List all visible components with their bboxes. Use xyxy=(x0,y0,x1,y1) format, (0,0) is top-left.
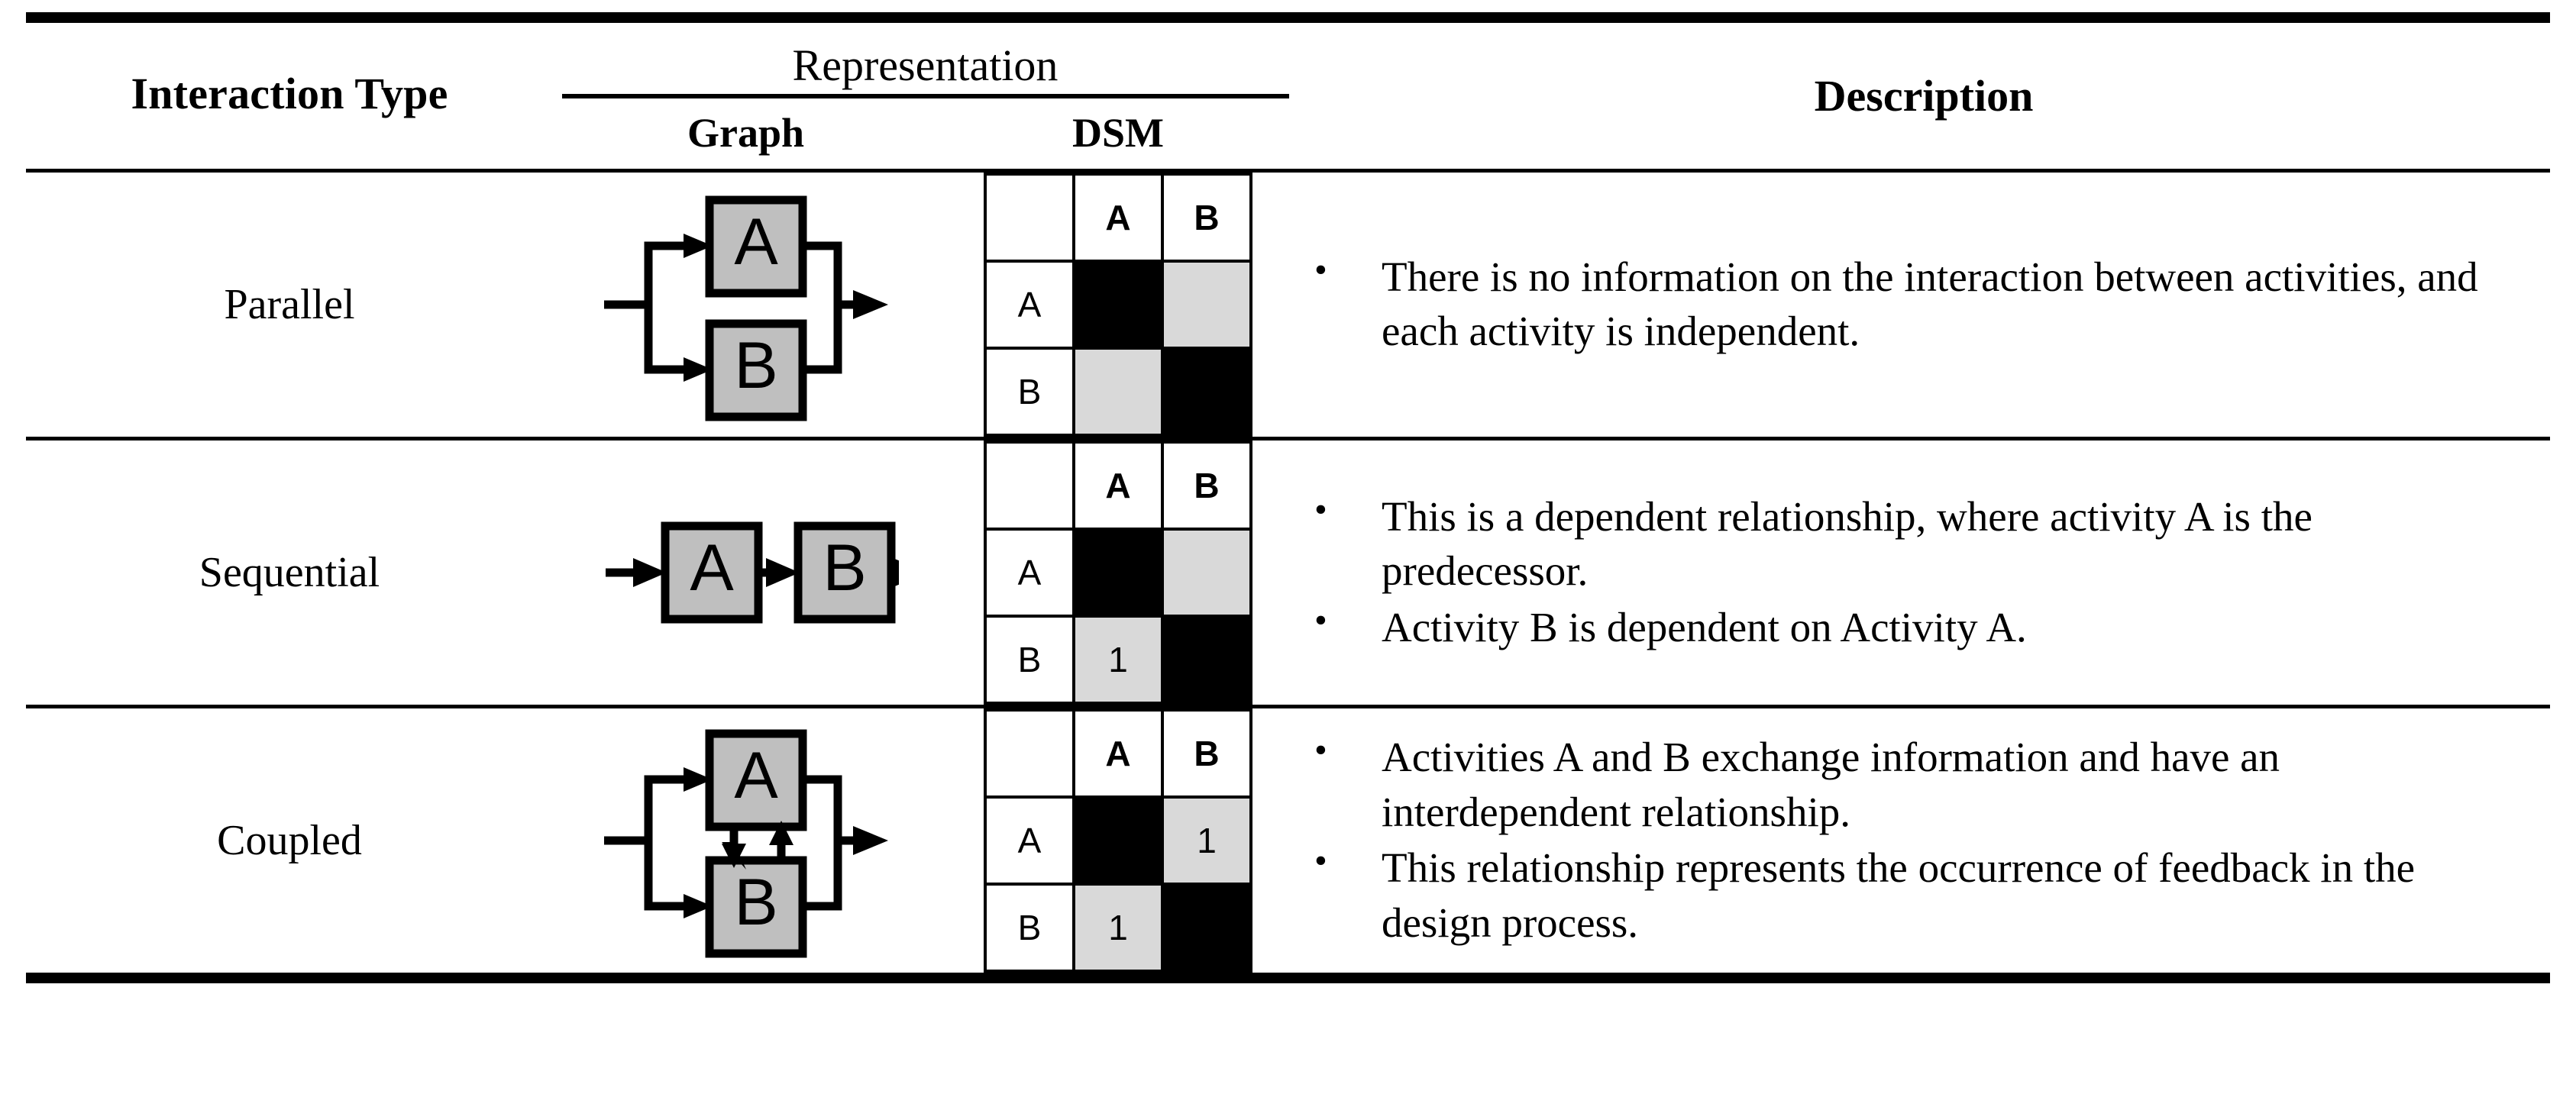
dsm-row-a: A xyxy=(984,528,1252,618)
bullet-icon: • xyxy=(1314,730,1327,770)
row-type-label: Parallel xyxy=(224,281,355,328)
dsm-row-label-b: B xyxy=(984,615,1075,705)
representation-underline xyxy=(561,94,1289,98)
dsm-row-a: A 1 xyxy=(984,795,1252,886)
bullet-icon: • xyxy=(1314,249,1327,290)
table-header-row: Interaction Type Representation Descript… xyxy=(26,23,2550,121)
description-text: Activity B is dependent on Activity A. xyxy=(1382,603,2027,650)
interaction-type-table: Interaction Type Representation Descript… xyxy=(26,12,2550,983)
table-subheader-row: Graph DSM xyxy=(26,98,2550,169)
header-interaction-type: Interaction Type xyxy=(131,69,448,118)
main-table: Interaction Type Representation Descript… xyxy=(26,23,2550,169)
dsm-col-header-a: A xyxy=(1072,708,1164,799)
dsm-row-label-b: B xyxy=(984,347,1075,437)
dsm-col-header-b: B xyxy=(1161,441,1252,531)
coupled-graph-svg: A B xyxy=(603,729,888,958)
graph-diagram-parallel: A B xyxy=(553,173,939,437)
dsm-table: A B A B 1 xyxy=(984,441,1252,705)
sequential-graph-svg: A B xyxy=(605,521,899,624)
list-item: • Activities A and B exchange informatio… xyxy=(1298,730,2519,839)
list-item: • This is a dependent relationship, wher… xyxy=(1298,489,2519,599)
node-label-a: A xyxy=(734,205,778,279)
dsm-matrix-sequential: A B A B 1 xyxy=(939,441,1298,705)
description-list: • This is a dependent relationship, wher… xyxy=(1298,489,2550,655)
list-item: • This relationship represents the occur… xyxy=(1298,841,2519,950)
dsm-cell-aa xyxy=(1072,260,1164,350)
description-cell: • There is no information on the interac… xyxy=(1298,173,2550,437)
dsm-header-row: A B xyxy=(984,173,1252,263)
table-row: Coupled A B xyxy=(26,708,2550,973)
header-description: Description xyxy=(1814,71,2034,121)
row-separator-2 xyxy=(26,705,2550,708)
dsm-col-header-a: A xyxy=(1072,173,1164,263)
dsm-cell-ba: 1 xyxy=(1072,883,1164,973)
table-top-rule xyxy=(26,12,2550,23)
dsm-cell-bb xyxy=(1161,615,1252,705)
dsm-cell-ab xyxy=(1161,260,1252,350)
header-bottom-rule xyxy=(26,169,2550,173)
bullet-icon: • xyxy=(1314,599,1327,641)
node-label-b: B xyxy=(734,329,777,402)
dsm-col-header-b: B xyxy=(1161,708,1252,799)
dsm-cell-bb xyxy=(1161,347,1252,437)
row-type-label: Coupled xyxy=(217,817,362,864)
dsm-cell-ba: 1 xyxy=(1072,615,1164,705)
subheader-dsm: DSM xyxy=(1072,110,1164,156)
row-separator-1 xyxy=(26,437,2550,441)
dsm-row-label-a: A xyxy=(984,795,1075,886)
dsm-matrix-coupled: A B A 1 B 1 xyxy=(939,708,1298,973)
description-list: • Activities A and B exchange informatio… xyxy=(1298,730,2550,950)
dsm-header-row: A B xyxy=(984,708,1252,799)
dsm-row-a: A xyxy=(984,260,1252,350)
node-label-a: A xyxy=(734,739,778,812)
dsm-cell-ab: 1 xyxy=(1161,795,1252,886)
dsm-cell-aa xyxy=(1072,528,1164,618)
bullet-icon: • xyxy=(1314,489,1327,530)
dsm-row-label-a: A xyxy=(984,260,1075,350)
dsm-row-b: B 1 xyxy=(984,883,1252,973)
dsm-corner-cell xyxy=(984,441,1075,531)
description-list: • There is no information on the interac… xyxy=(1298,250,2550,359)
header-representation-group: Representation xyxy=(553,23,1298,98)
dsm-cell-bb xyxy=(1161,883,1252,973)
dsm-col-header-a: A xyxy=(1072,441,1164,531)
subheader-graph: Graph xyxy=(687,110,805,156)
description-text: This is a dependent relationship, where … xyxy=(1382,492,2313,595)
dsm-row-label-b: B xyxy=(984,883,1075,973)
dsm-table: A B A 1 B 1 xyxy=(984,708,1252,973)
dsm-matrix-parallel: A B A B xyxy=(939,173,1298,437)
list-item: • There is no information on the interac… xyxy=(1298,250,2519,359)
dsm-row-label-a: A xyxy=(984,528,1075,618)
bullet-icon: • xyxy=(1314,841,1327,881)
table-row: Parallel A xyxy=(26,173,2550,437)
description-text: Activities A and B exchange information … xyxy=(1382,734,2280,835)
header-representation-label: Representation xyxy=(792,40,1059,90)
list-item: • Activity B is dependent on Activity A. xyxy=(1298,600,2519,655)
dsm-header-row: A B xyxy=(984,441,1252,531)
dsm-corner-cell xyxy=(984,708,1075,799)
dsm-cell-ba xyxy=(1072,347,1164,437)
graph-diagram-coupled: A B xyxy=(553,708,939,973)
dsm-row-b: B 1 xyxy=(984,615,1252,705)
description-text: This relationship represents the occurre… xyxy=(1382,844,2416,946)
parallel-graph-svg: A B xyxy=(603,195,888,421)
node-label-a: A xyxy=(690,531,734,605)
dsm-table: A B A B xyxy=(984,173,1252,437)
node-label-b: B xyxy=(734,866,777,939)
graph-diagram-sequential: A B xyxy=(553,441,939,705)
description-cell: • Activities A and B exchange informatio… xyxy=(1298,708,2550,973)
node-label-b: B xyxy=(823,531,866,605)
table-bottom-rule xyxy=(26,973,2550,983)
description-text: There is no information on the interacti… xyxy=(1382,253,2478,355)
dsm-row-b: B xyxy=(984,347,1252,437)
dsm-col-header-b: B xyxy=(1161,173,1252,263)
description-cell: • This is a dependent relationship, wher… xyxy=(1298,441,2550,705)
row-type-label: Sequential xyxy=(199,549,380,596)
table-row: Sequential A B xyxy=(26,441,2550,705)
dsm-cell-ab xyxy=(1161,528,1252,618)
dsm-corner-cell xyxy=(984,173,1075,263)
dsm-cell-aa xyxy=(1072,795,1164,886)
